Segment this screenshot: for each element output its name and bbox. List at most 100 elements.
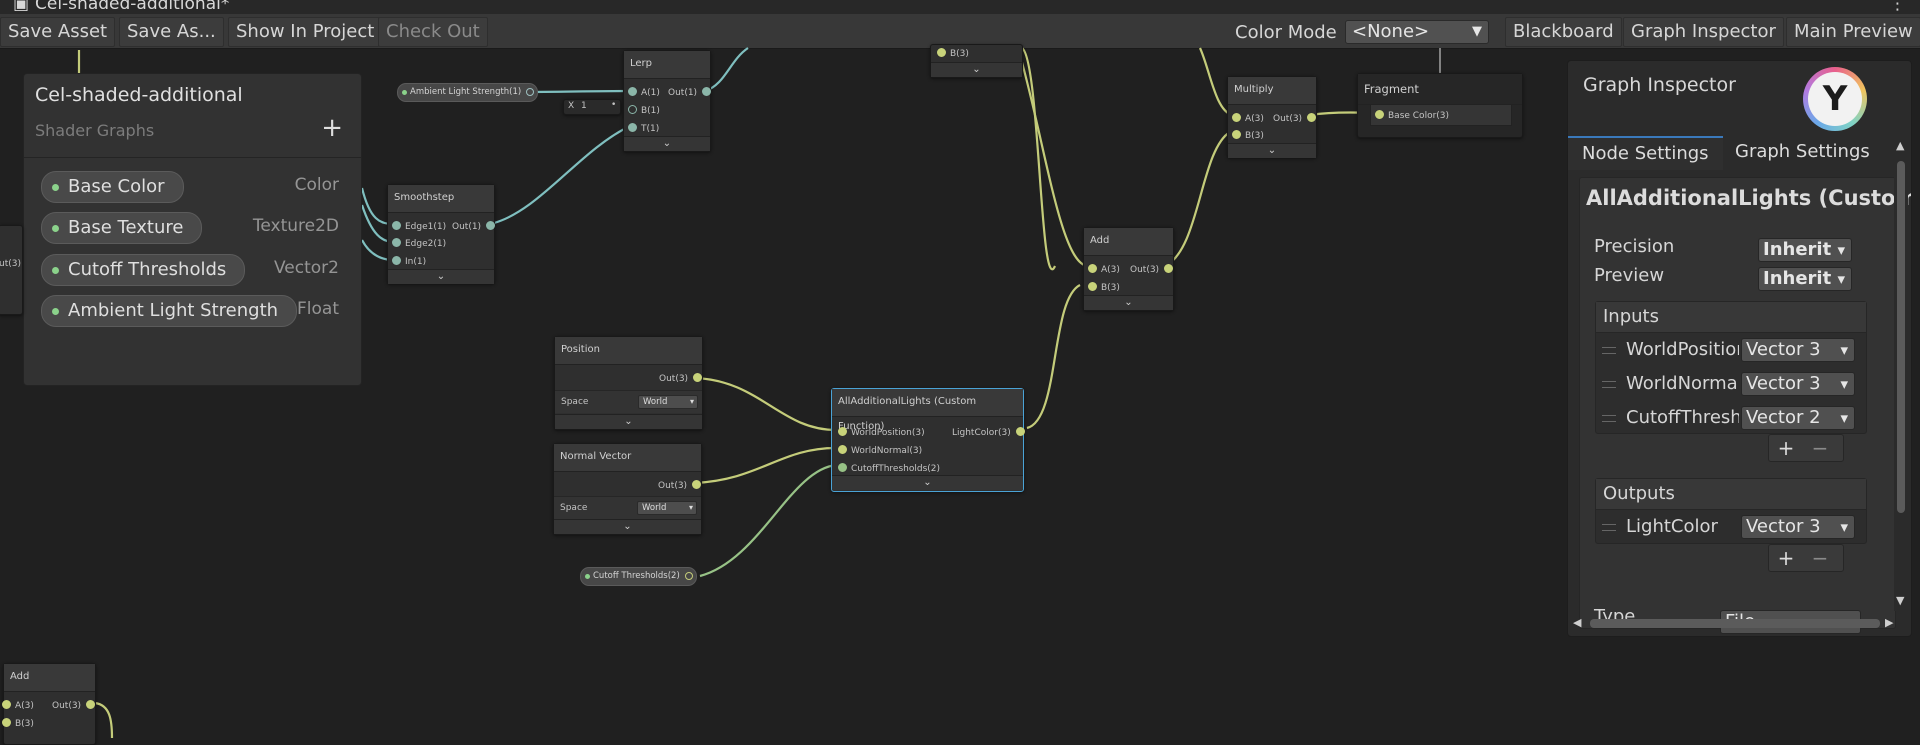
show-in-project-button[interactable]: Show In Project: [228, 17, 383, 47]
port-out-light-color[interactable]: LightColor(3): [952, 426, 1025, 438]
port-in-b[interactable]: B(3): [1232, 129, 1264, 141]
drag-handle-icon[interactable]: [1602, 415, 1616, 422]
normal-vector-node[interactable]: Normal Vector Out(3) Space World ⌄: [553, 443, 702, 535]
expand-chevron-icon[interactable]: ⌄: [554, 519, 701, 534]
tab-graph-settings[interactable]: Graph Settings: [1735, 141, 1870, 162]
space-dropdown[interactable]: World: [638, 395, 698, 409]
precision-dropdown[interactable]: Inherit: [1758, 238, 1852, 262]
property-pill-ambient-light-strength[interactable]: Ambient Light Strength: [41, 295, 298, 327]
lerp-b-inline-input[interactable]: X 1 •: [563, 99, 621, 115]
position-node[interactable]: Position Out(3) Space World ⌄: [554, 336, 703, 430]
all-additional-lights-custom-function-node[interactable]: AllAdditionalLights (Custom Function) Wo…: [831, 388, 1025, 492]
port-in-base-color[interactable]: Base Color(3): [1375, 109, 1449, 121]
input-name[interactable]: CutoffThresholds: [1626, 407, 1739, 428]
port-out[interactable]: [684, 572, 693, 580]
port-out[interactable]: Out(3): [659, 372, 702, 384]
property-pill-base-color[interactable]: Base Color: [41, 171, 184, 203]
window-menu-icon[interactable]: ⋮: [1889, 0, 1906, 14]
add-property-button[interactable]: +: [321, 113, 343, 143]
drag-handle-icon[interactable]: [1602, 381, 1616, 388]
inputs-header: Inputs: [1596, 302, 1866, 333]
port-in-b[interactable]: B(3): [1088, 281, 1120, 293]
lerp-node[interactable]: Lerp A(1) B(1) T(1) Out(1) ⌄: [623, 50, 711, 152]
graph-inspector-toggle-button[interactable]: Graph Inspector: [1623, 17, 1784, 47]
expand-chevron-icon[interactable]: ⌄: [555, 414, 702, 429]
partial-top-node[interactable]: B(3) ⌄: [930, 44, 1023, 78]
port-out[interactable]: Out(3): [1130, 263, 1173, 275]
port-in-b[interactable]: B(3): [2, 717, 34, 729]
port-in-a[interactable]: A(3): [1232, 112, 1264, 124]
preview-dropdown[interactable]: Inherit: [1758, 267, 1852, 291]
inspector-vertical-scrollbar[interactable]: ▲ ▼: [1894, 139, 1908, 611]
space-dropdown[interactable]: World: [637, 501, 697, 515]
port-in-b[interactable]: B(1): [628, 104, 660, 116]
output-name[interactable]: LightColor: [1626, 516, 1718, 537]
port-out[interactable]: Out(3): [658, 479, 701, 491]
multiply-node[interactable]: Multiply A(3) B(3) Out(3) ⌄: [1227, 76, 1317, 158]
scroll-right-icon[interactable]: ▶: [1885, 616, 1894, 629]
expand-chevron-icon[interactable]: ⌄: [1084, 295, 1173, 310]
port-in-edge1[interactable]: Edge1(1): [392, 220, 446, 232]
output-type-dropdown[interactable]: Vector 3: [1741, 515, 1855, 539]
expand-chevron-icon[interactable]: ⌄: [388, 269, 494, 284]
input-type-dropdown[interactable]: Vector 3: [1741, 372, 1855, 396]
scroll-down-icon[interactable]: ▼: [1896, 594, 1905, 607]
remove-input-button[interactable]: −: [1811, 436, 1829, 460]
tab-node-settings[interactable]: Node Settings: [1568, 136, 1723, 170]
partial-node[interactable]: ut(3): [0, 225, 23, 315]
fragment-master-node[interactable]: Fragment Base Color(3): [1357, 73, 1523, 138]
color-mode-dropdown[interactable]: <None> ▼: [1345, 20, 1489, 44]
input-name[interactable]: WorldNormal: [1626, 373, 1739, 394]
ambient-light-strength-property-node[interactable]: Ambient Light Strength(1): [397, 83, 539, 102]
inspector-horizontal-scrollbar[interactable]: ◀ ▶: [1573, 616, 1906, 630]
property-pill-cutoff-thresholds[interactable]: Cutoff Thresholds: [41, 254, 246, 286]
port-out[interactable]: [526, 88, 535, 96]
remove-output-button[interactable]: −: [1811, 546, 1829, 570]
port-out[interactable]: Out(3): [52, 699, 95, 711]
port-in-cutoff-thresholds[interactable]: CutoffThresholds(2): [838, 462, 940, 474]
expand-chevron-icon[interactable]: ⌄: [624, 136, 710, 151]
output-row-light-color[interactable]: LightColor Vector 3: [1596, 513, 1866, 541]
scroll-up-icon[interactable]: ▲: [1896, 139, 1905, 152]
port-in-a[interactable]: A(1): [628, 86, 660, 98]
input-type-dropdown[interactable]: Vector 3: [1741, 338, 1855, 362]
blackboard-toggle-button[interactable]: Blackboard: [1505, 17, 1622, 47]
port-in-in[interactable]: In(1): [392, 255, 426, 267]
save-asset-button[interactable]: Save Asset: [0, 17, 116, 47]
port-out[interactable]: Out(1): [668, 86, 711, 98]
add-node-bottom[interactable]: Add A(3) B(3) Out(3): [2, 663, 96, 745]
port-in-world-position[interactable]: WorldPosition(3): [838, 426, 925, 438]
port-in-a[interactable]: A(3): [1088, 263, 1120, 275]
drag-handle-icon[interactable]: [1602, 347, 1616, 354]
input-row-world-position[interactable]: WorldPosition Vector 3: [1596, 336, 1866, 364]
cutoff-thresholds-property-node[interactable]: Cutoff Thresholds(2): [580, 567, 697, 586]
port-in-a[interactable]: A(3): [2, 699, 34, 711]
inline-x-value[interactable]: 1: [581, 101, 587, 111]
port-in-edge2[interactable]: Edge2(1): [392, 237, 446, 249]
add-input-button[interactable]: +: [1777, 436, 1795, 460]
property-pill-base-texture[interactable]: Base Texture: [41, 212, 203, 244]
scrollbar-thumb[interactable]: [1897, 161, 1905, 513]
input-row-world-normal[interactable]: WorldNormal Vector 3: [1596, 370, 1866, 398]
input-name[interactable]: WorldPosition: [1626, 339, 1739, 360]
add-node[interactable]: Add A(3) B(3) Out(3) ⌄: [1083, 227, 1174, 311]
smoothstep-node[interactable]: Smoothstep Edge1(1) Edge2(1) In(1) Out(1…: [387, 184, 495, 284]
expand-chevron-icon[interactable]: ⌄: [832, 475, 1023, 490]
input-type-dropdown[interactable]: Vector 2: [1741, 406, 1855, 430]
check-out-button[interactable]: Check Out: [378, 17, 488, 47]
save-as-button[interactable]: Save As...: [119, 17, 224, 47]
add-output-button[interactable]: +: [1777, 546, 1795, 570]
port-out[interactable]: ut(3): [0, 259, 21, 269]
main-preview-toggle-button[interactable]: Main Preview: [1786, 17, 1920, 47]
port-out[interactable]: Out(3): [1273, 112, 1316, 124]
port-in-t[interactable]: T(1): [628, 122, 659, 134]
expand-chevron-icon[interactable]: ⌄: [1228, 143, 1316, 158]
expand-chevron-icon[interactable]: ⌄: [931, 62, 1022, 77]
drag-handle-icon[interactable]: [1602, 524, 1616, 531]
scrollbar-thumb[interactable]: [1590, 619, 1880, 628]
port-out[interactable]: Out(1): [452, 220, 495, 232]
port-in-b[interactable]: B(3): [937, 47, 969, 59]
scroll-left-icon[interactable]: ◀: [1573, 616, 1582, 629]
port-in-world-normal[interactable]: WorldNormal(3): [838, 444, 922, 456]
input-row-cutoff-thresholds[interactable]: CutoffThresholds Vector 2: [1596, 404, 1866, 432]
